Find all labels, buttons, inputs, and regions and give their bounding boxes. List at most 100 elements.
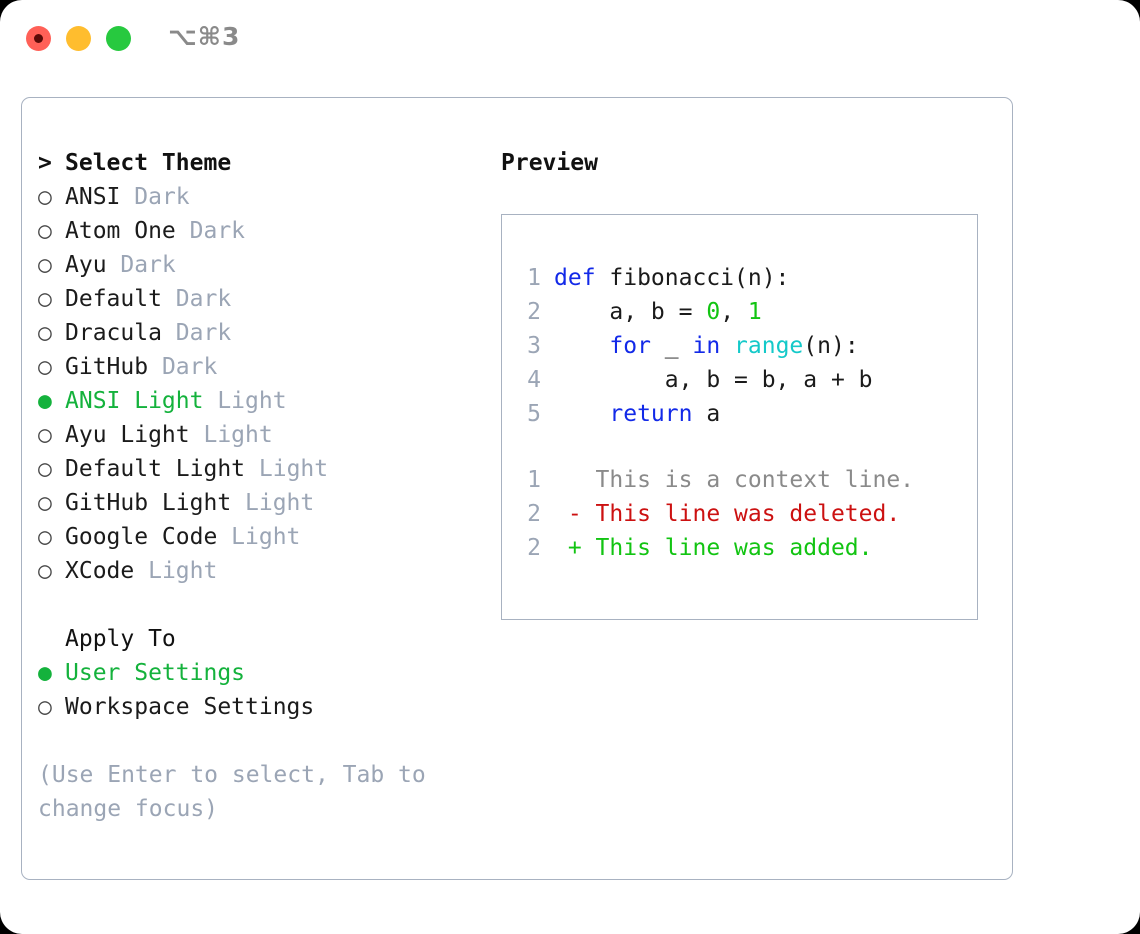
code-token-kw: for	[609, 333, 651, 359]
radio-unselected-icon: ○	[38, 694, 52, 720]
apply-to-option-label: User Settings	[65, 660, 246, 686]
diff-line-ctx: 1 This is a context line.	[513, 463, 968, 497]
focus-caret-placeholder-icon	[38, 622, 65, 656]
theme-option-label: Default	[65, 286, 176, 312]
diff-sample: 1 This is a context line.2 - This line w…	[513, 463, 968, 565]
close-button[interactable]	[26, 26, 51, 51]
code-token-txt	[554, 333, 609, 359]
code-token-txt: ,	[720, 299, 748, 325]
code-line-number: 3	[527, 333, 541, 359]
theme-option-xcode[interactable]: ○ XCode Light	[38, 554, 493, 588]
theme-variant-badge: Dark	[134, 184, 190, 210]
code-token-txt: (n):	[803, 333, 859, 359]
preview-header: Preview	[501, 150, 598, 176]
radio-unselected-icon: ○	[38, 490, 52, 516]
code-line-number: 4	[527, 367, 541, 393]
code-token-txt: a	[692, 401, 721, 427]
apply-to-option-workspace-settings[interactable]: ○Workspace Settings	[38, 690, 493, 724]
code-token-txt: a, b = b, a + b	[554, 367, 873, 393]
theme-variant-badge: Dark	[161, 354, 218, 380]
theme-option-github-light[interactable]: ○GitHub Light Light	[38, 486, 493, 520]
radio-unselected-icon: ○	[38, 218, 52, 244]
theme-option-label: XCode	[65, 558, 149, 584]
keyboard-hint: (Use Enter to select, Tab to change focu…	[38, 762, 426, 822]
theme-variant-badge: Dark	[175, 320, 232, 346]
theme-variant-badge: Light	[203, 422, 273, 448]
radio-unselected-icon: ○	[38, 252, 52, 278]
diff-line-text: + This line was added.	[554, 535, 873, 561]
code-line: 3 for _ in range(n):	[513, 329, 968, 363]
radio-unselected-icon: ○	[38, 286, 52, 312]
code-token-num: 0	[706, 299, 721, 325]
minimize-button[interactable]	[66, 26, 91, 51]
select-theme-header: >Select Theme	[38, 146, 493, 180]
theme-variant-badge: Light	[258, 456, 329, 482]
theme-variant-badge: Light	[245, 490, 315, 516]
theme-option-ayu-light[interactable]: ○ Ayu Light Light	[38, 418, 493, 452]
code-token-txt	[720, 333, 734, 359]
diff-line-add: 2 + This line was added.	[513, 531, 968, 565]
code-line: 1 def fibonacci(n):	[513, 261, 968, 295]
theme-option-label: Atom One	[65, 218, 190, 244]
theme-option-dracula[interactable]: ○Dracula Dark	[38, 316, 493, 350]
code-line: 5 return a	[513, 397, 968, 431]
theme-variant-badge: Dark	[120, 252, 176, 278]
theme-option-default[interactable]: ○Default Dark	[38, 282, 493, 316]
code-line-number: 5	[527, 401, 541, 427]
apply-to-header: Apply To	[38, 622, 493, 656]
theme-selection-column: >Select Theme ○ANSI Dark○Atom One Dark○A…	[38, 146, 493, 826]
radio-selected-icon: ●	[38, 388, 52, 414]
radio-unselected-icon: ○	[38, 422, 52, 448]
apply-to-list: ● User Settings ○Workspace Settings	[38, 656, 493, 724]
code-token-txt: a, b =	[554, 299, 707, 325]
code-token-kw: in	[692, 333, 721, 359]
diff-line-text: This is a context line.	[554, 467, 915, 493]
code-token-txt: fibonacci(n):	[595, 265, 790, 291]
diff-line-del: 2 - This line was deleted.	[513, 497, 968, 531]
apply-to-section: Apply To ● User Settings ○Workspace Settin…	[38, 622, 493, 724]
code-token-txt	[554, 401, 609, 427]
theme-option-atom-one[interactable]: ○Atom One Dark	[38, 214, 493, 248]
theme-option-label: Google Code	[65, 524, 232, 550]
diff-line-number: 2	[527, 501, 541, 527]
code-line: 4 a, b = b, a + b	[513, 363, 968, 397]
theme-option-label: GitHub	[65, 354, 162, 380]
code-token-kw: return	[609, 401, 693, 427]
theme-option-default-light[interactable]: ○ Default Light Light	[38, 452, 493, 486]
apply-to-header-label: Apply To	[65, 626, 176, 652]
radio-selected-icon: ●	[38, 660, 52, 686]
theme-option-ansi[interactable]: ○ANSI Dark	[38, 180, 493, 214]
tui-panel: >Select Theme ○ANSI Dark○Atom One Dark○A…	[21, 97, 1013, 880]
theme-option-ansi-light[interactable]: ● ANSI Light Light	[38, 384, 493, 418]
title-bar: ⌥⌘3	[0, 0, 1140, 78]
radio-unselected-icon: ○	[38, 558, 52, 584]
radio-unselected-icon: ○	[38, 456, 52, 482]
diff-line-number: 2	[527, 535, 541, 561]
theme-variant-badge: Light	[148, 558, 218, 584]
code-line: 2 a, b = 0, 1	[513, 295, 968, 329]
theme-option-google-code[interactable]: ○ Google Code Light	[38, 520, 493, 554]
code-token-kw: def	[554, 265, 596, 291]
code-token-num: 1	[747, 299, 762, 325]
theme-variant-badge: Light	[217, 388, 287, 414]
theme-variant-badge: Light	[231, 524, 301, 550]
theme-list: ○ANSI Dark ○ Atom One Dark ○ Ayu Dark ○ Defaul…	[38, 180, 493, 588]
diff-line-text: - This line was deleted.	[554, 501, 901, 527]
theme-option-label: Default Light	[65, 456, 259, 482]
theme-option-ayu[interactable]: ○ Ayu Dark	[38, 248, 493, 282]
radio-unselected-icon: ○	[38, 524, 52, 550]
window-title: ⌥⌘3	[168, 22, 241, 51]
theme-option-label: Ayu Light	[65, 422, 204, 448]
theme-option-github[interactable]: ○GitHub Dark	[38, 350, 493, 384]
theme-option-label: ANSI Light	[65, 388, 218, 414]
select-theme-header-label: Select Theme	[65, 150, 232, 176]
theme-option-label: Ayu	[65, 252, 121, 278]
code-token-txt: _	[650, 333, 693, 359]
apply-to-option-user-settings[interactable]: ● User Settings	[38, 656, 493, 690]
theme-option-label: Dracula	[65, 320, 176, 346]
maximize-button[interactable]	[106, 26, 131, 51]
code-line-number: 1	[527, 265, 541, 291]
